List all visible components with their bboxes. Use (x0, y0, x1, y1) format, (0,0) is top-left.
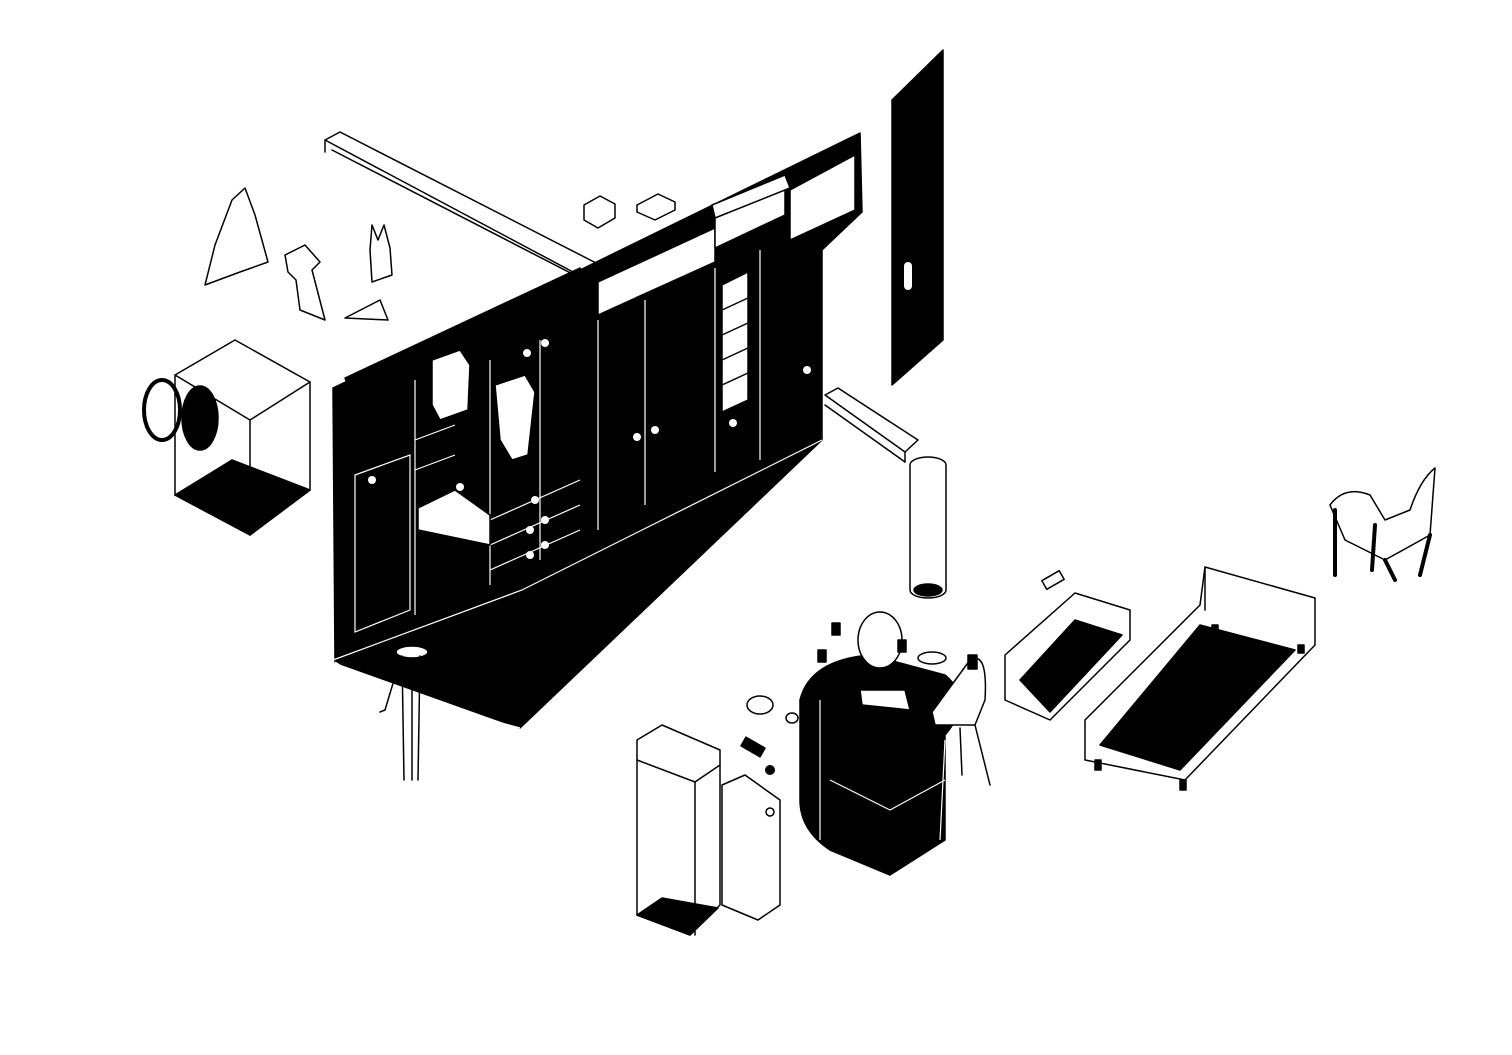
hanging-shirt (431, 349, 471, 421)
kitchen-island (799, 654, 961, 876)
ceiling-rail-lower (824, 387, 919, 463)
single-bed (1004, 569, 1131, 721)
shelf-column (721, 271, 749, 413)
tank-top (369, 224, 393, 283)
open-shelf (789, 154, 856, 241)
fridge (636, 724, 781, 936)
washing-machine (142, 339, 311, 536)
small-box (636, 193, 676, 221)
hanging-dress (204, 187, 269, 286)
open-shelf (711, 174, 791, 219)
double-bed (1084, 566, 1316, 791)
lounge-chair (1329, 467, 1436, 582)
stool (379, 645, 429, 781)
kitchen-items (740, 622, 978, 775)
coat-hanger (344, 299, 389, 321)
door-knobs (368, 339, 811, 559)
wardrobe-unit (332, 132, 863, 729)
hanging-shirt (494, 374, 536, 461)
t-shirt (284, 244, 326, 321)
sliding-door-panel (891, 49, 944, 386)
chair (847, 611, 916, 769)
open-shelf (597, 227, 716, 316)
small-box (583, 195, 616, 229)
drawer (417, 489, 491, 546)
cylinder-column (909, 456, 947, 599)
